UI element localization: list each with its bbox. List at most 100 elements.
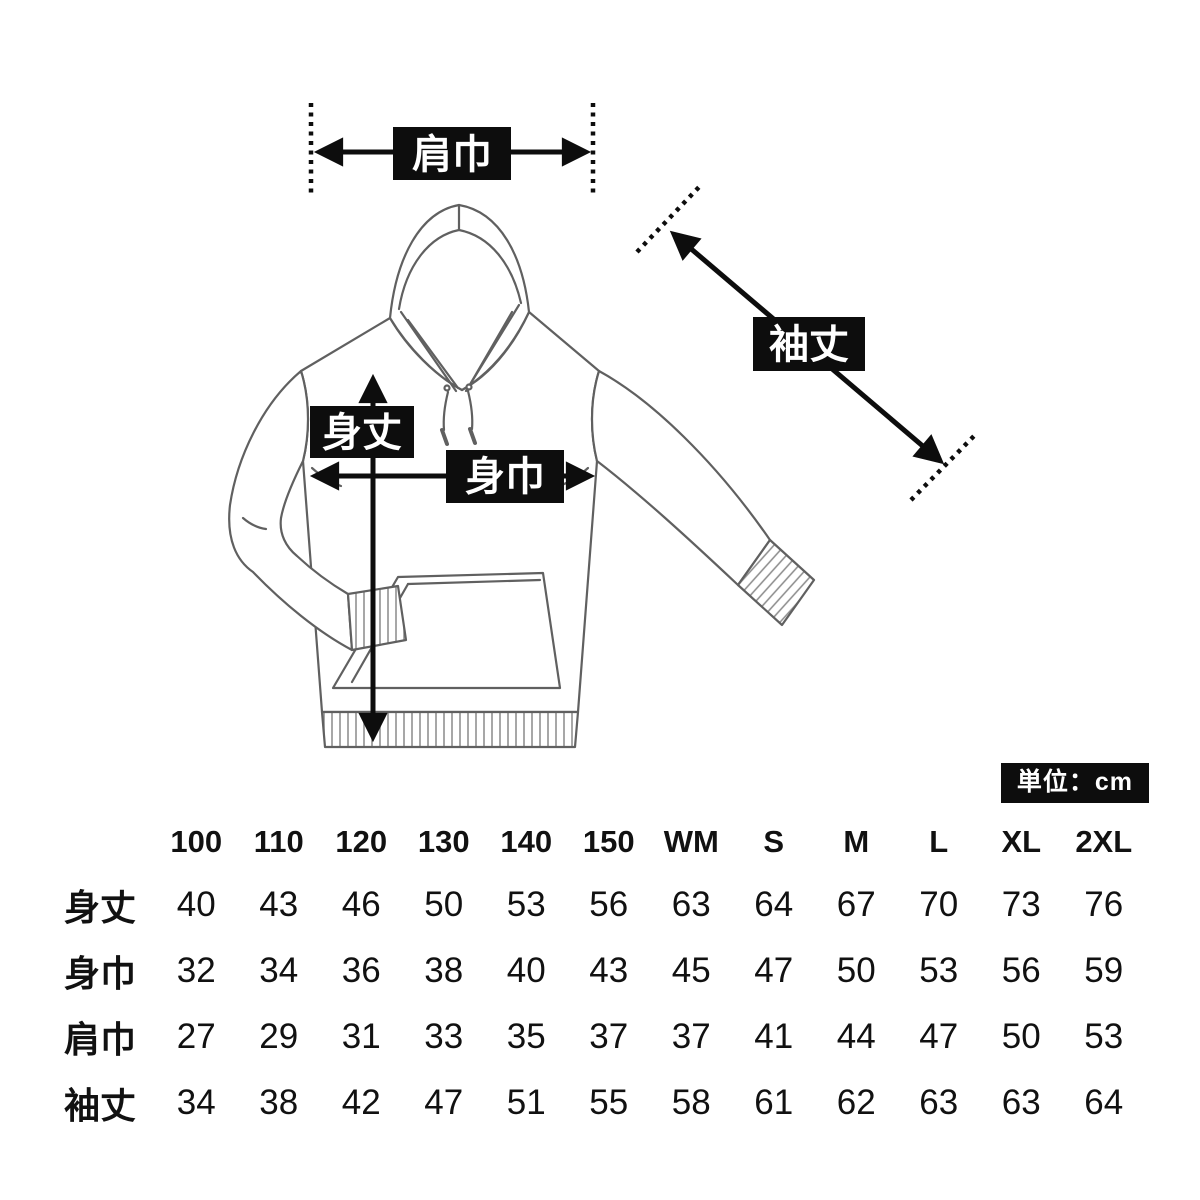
- size-value-cell: 51: [506, 1083, 546, 1122]
- hem-ribbing: [320, 710, 580, 749]
- body-width-label-box: [446, 450, 564, 503]
- sleeve-length-annotation: 袖丈: [635, 184, 977, 502]
- left-cuff-ribbing: [346, 584, 408, 652]
- size-column-header: 120: [335, 824, 388, 859]
- size-value-cell: 55: [589, 1083, 629, 1122]
- size-value-cell: 34: [259, 951, 299, 990]
- body-length-label: 身丈: [322, 411, 402, 455]
- size-value-cell: 37: [671, 1017, 711, 1056]
- size-value-cell: 58: [671, 1083, 711, 1122]
- size-column-header: XL: [1001, 824, 1042, 859]
- size-value-cell: 53: [919, 951, 959, 990]
- size-value-cell: 43: [589, 951, 629, 990]
- size-value-cell: 45: [671, 951, 711, 990]
- sleeve-length-label-box: [753, 317, 865, 371]
- size-value-cell: 34: [176, 1083, 216, 1122]
- size-value-cell: 64: [754, 885, 794, 924]
- size-value-cell: 76: [1084, 885, 1124, 924]
- left-elbow-crease: [241, 516, 268, 531]
- pocket-stitch-top: [406, 578, 542, 586]
- size-value-cell: 46: [341, 885, 381, 924]
- drawcord-eyelet-right: [465, 383, 473, 391]
- size-value-cell: 37: [589, 1017, 629, 1056]
- size-value-cell: 47: [919, 1017, 959, 1056]
- size-column-header: 110: [253, 824, 304, 859]
- drawcord-left-aglet: [440, 428, 449, 446]
- drawcord-right-aglet: [468, 427, 477, 445]
- size-value-cell: 40: [176, 885, 216, 924]
- size-column-header: L: [929, 824, 949, 859]
- drawcord-eyelet-left: [443, 384, 451, 392]
- size-column-header: 150: [582, 824, 635, 859]
- size-value-cell: 41: [754, 1017, 794, 1056]
- size-value-cell: 36: [341, 951, 381, 990]
- sleeve-length-label: 袖丈: [769, 323, 849, 367]
- hoodie-size-diagram: 肩巾 袖丈 身丈 身巾: [228, 103, 977, 749]
- size-table-row: 肩巾 27 29 31 33 35 37 37 41 44 47 50 53: [45, 1004, 1145, 1070]
- size-column-header: S: [763, 824, 785, 859]
- size-value-cell: 33: [424, 1017, 464, 1056]
- hood-opening-left-stitch: [406, 318, 460, 390]
- size-value-cell: 50: [1001, 1017, 1041, 1056]
- size-value-cell: 53: [506, 885, 546, 924]
- size-value-cell: 44: [836, 1017, 876, 1056]
- size-column-header: 100: [170, 824, 223, 859]
- measurement-row-label: 身丈: [63, 887, 136, 928]
- size-value-cell: 40: [506, 951, 546, 990]
- size-value-cell: 31: [341, 1017, 381, 1056]
- size-value-cell: 47: [424, 1083, 464, 1122]
- size-value-cell: 38: [259, 1083, 299, 1122]
- size-table-row: 身巾 32 34 36 38 40 43 45 47 50 53 56 59: [45, 938, 1145, 1004]
- shoulder-width-annotation: 肩巾: [308, 103, 596, 198]
- size-value-cell: 67: [836, 885, 876, 924]
- size-value-cell: 63: [919, 1083, 959, 1122]
- size-value-cell: 32: [176, 951, 216, 990]
- hood-opening-right-stitch: [466, 310, 514, 390]
- shoulder-width-label-box: [393, 127, 511, 180]
- size-value-cell: 38: [424, 951, 464, 990]
- measurement-annotations: 肩巾 袖丈 身丈 身巾: [308, 103, 977, 743]
- drawcord-left: [442, 390, 450, 432]
- size-value-cell: 61: [754, 1083, 794, 1122]
- size-value-cell: 35: [506, 1017, 546, 1056]
- size-column-header: 140: [500, 824, 553, 859]
- size-value-cell: 42: [341, 1083, 381, 1122]
- measurement-row-label: 袖丈: [63, 1085, 136, 1126]
- size-value-cell: 73: [1001, 885, 1041, 924]
- body-width-annotation: 身巾: [309, 450, 596, 503]
- hood-opening-left: [399, 310, 458, 393]
- size-value-cell: 27: [176, 1017, 216, 1056]
- size-value-cell: 50: [836, 951, 876, 990]
- sleeve-guide-top: [635, 184, 702, 254]
- body-width-label: 身巾: [465, 455, 545, 499]
- size-value-cell: 29: [259, 1017, 299, 1056]
- size-value-cell: 62: [836, 1083, 876, 1122]
- body-length-label-box: [310, 406, 414, 458]
- hoodie-right-sleeve: [590, 369, 772, 587]
- size-value-cell: 43: [259, 885, 299, 924]
- size-column-header: 130: [417, 824, 470, 859]
- sleeve-guide-bottom: [909, 433, 977, 502]
- body-length-annotation: 身丈: [310, 373, 414, 743]
- size-column-header: 2XL: [1075, 824, 1133, 859]
- size-value-cell: 50: [424, 885, 464, 924]
- measurement-row-label: 肩巾: [63, 1019, 136, 1060]
- drawcord-right: [466, 389, 474, 431]
- size-value-cell: 56: [1001, 951, 1041, 990]
- size-value-cell: 47: [754, 951, 794, 990]
- size-value-cell: 59: [1084, 951, 1124, 990]
- measurement-row-label: 身巾: [63, 953, 136, 994]
- size-value-cell: 53: [1084, 1017, 1124, 1056]
- shoulder-width-label: 肩巾: [412, 132, 492, 177]
- unit-label: 単位：cm: [1000, 763, 1149, 803]
- size-value-cell: 64: [1084, 1083, 1124, 1122]
- right-cuff-ribbing: [736, 538, 816, 627]
- size-value-cell: 56: [589, 885, 629, 924]
- size-column-header: M: [843, 824, 870, 859]
